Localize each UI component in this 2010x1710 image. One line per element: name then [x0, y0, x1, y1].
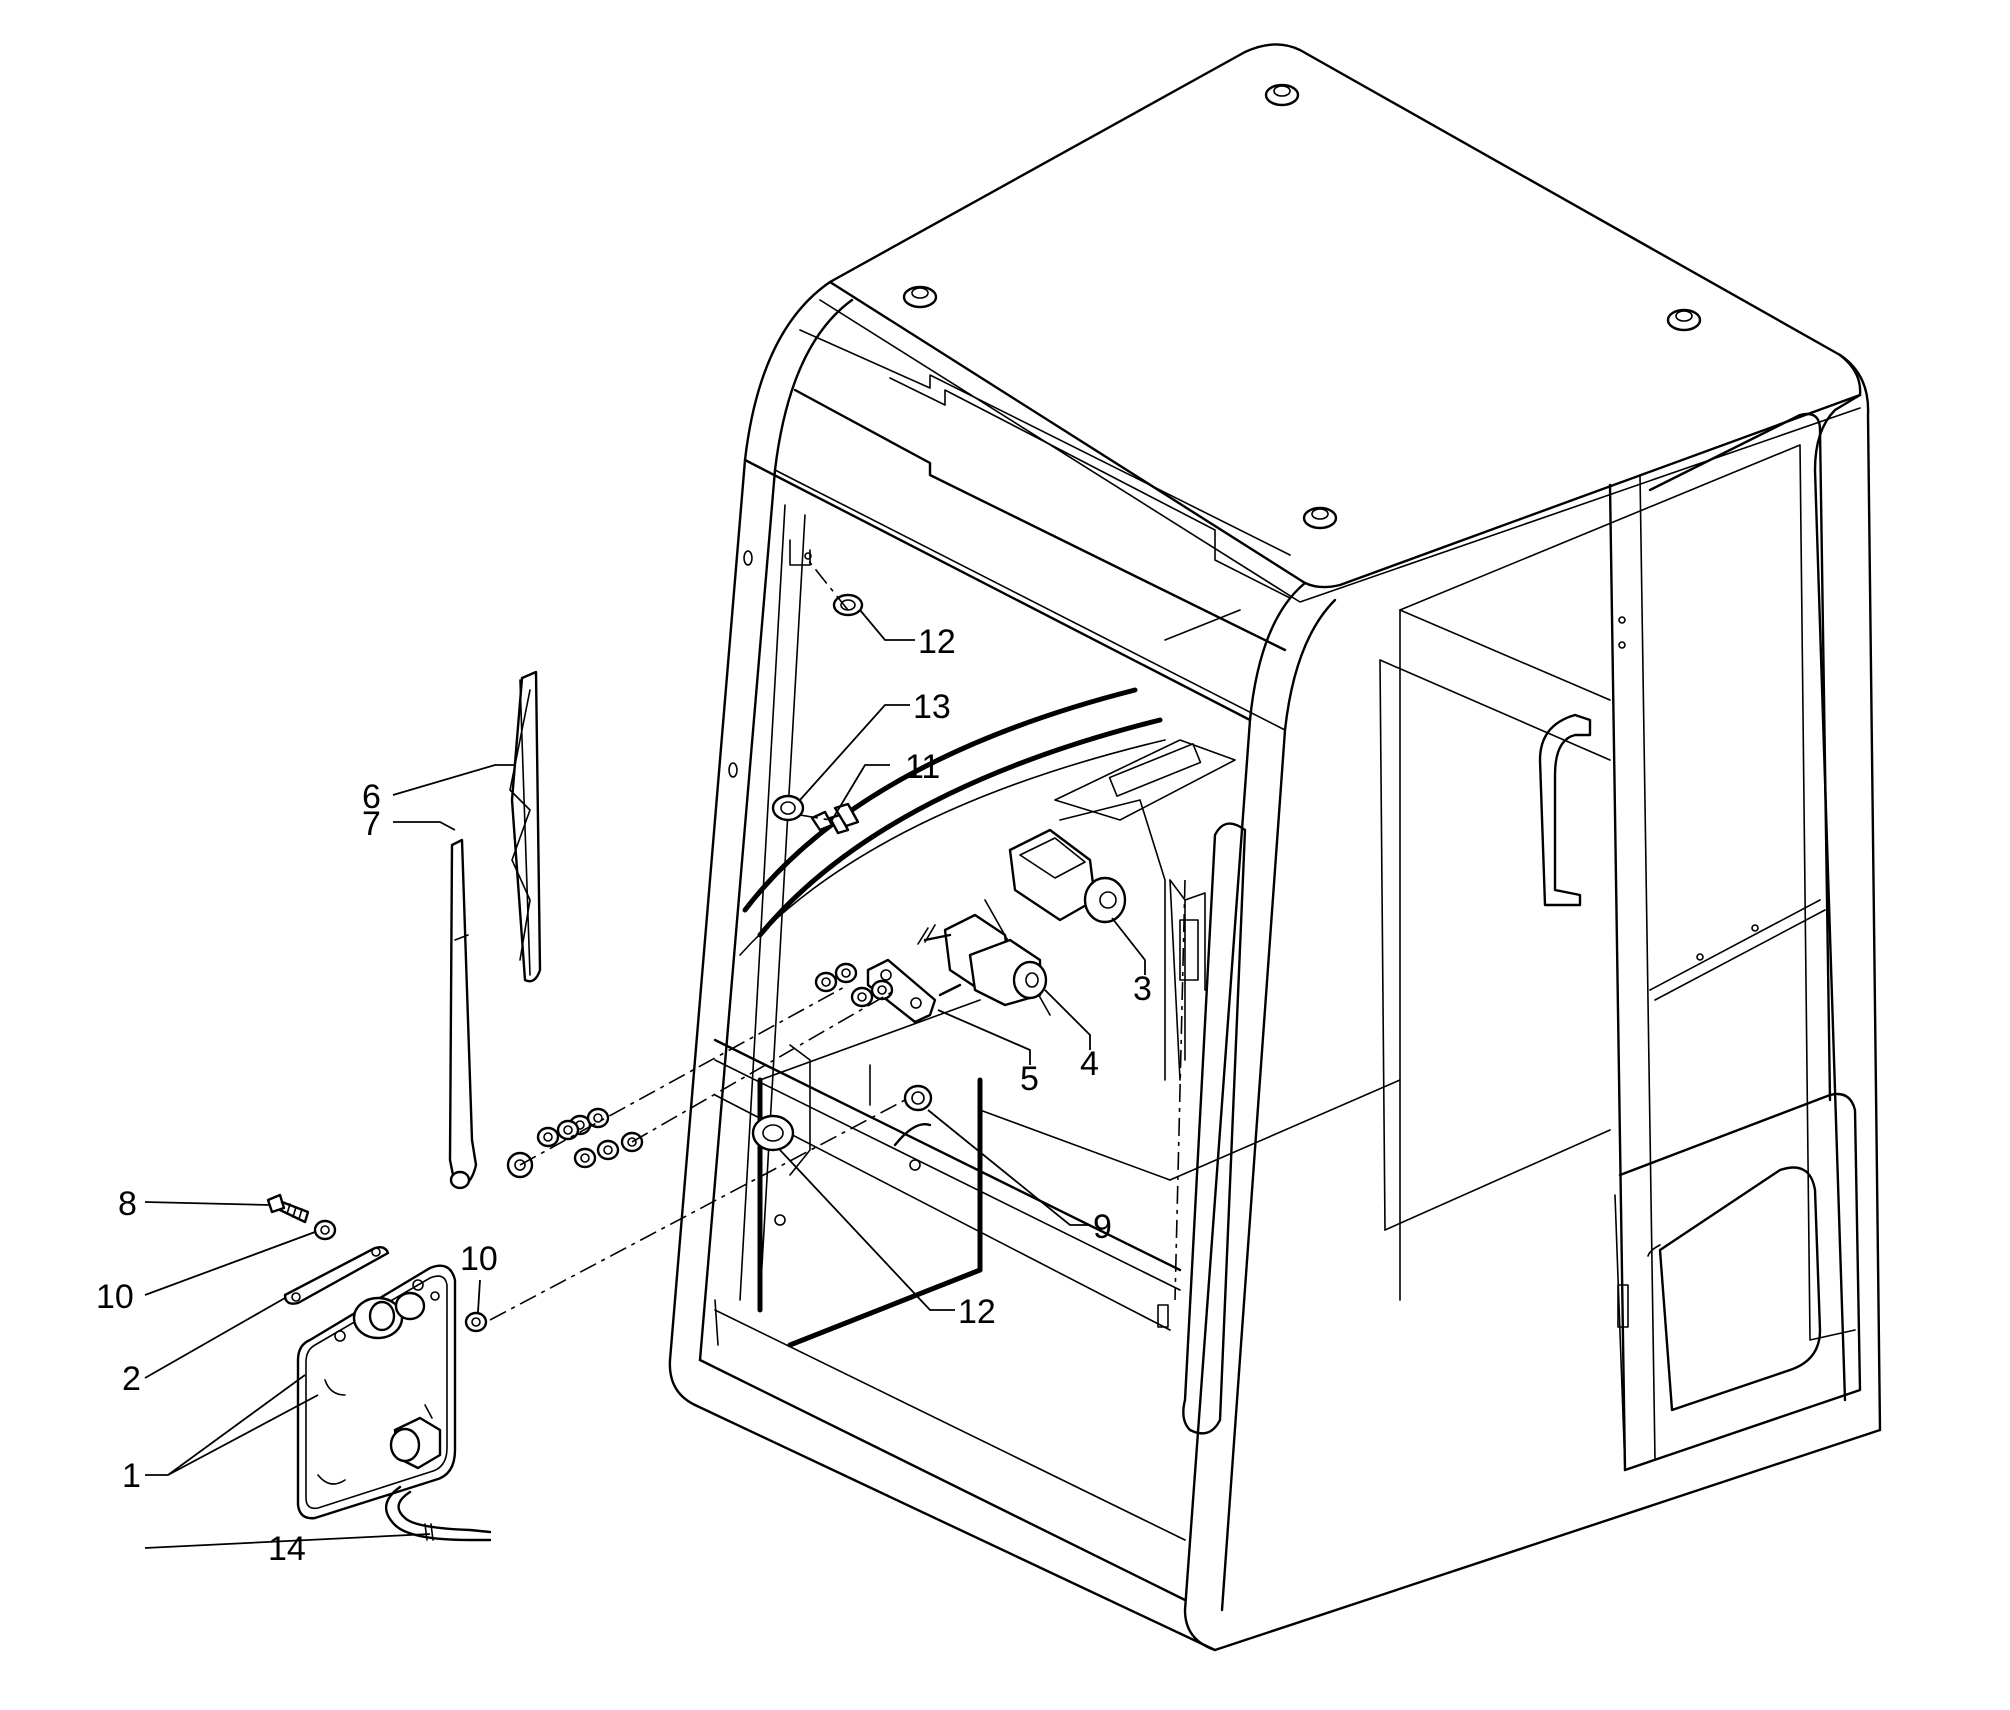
washer-10-right [464, 1311, 488, 1333]
hose-14 [385, 1485, 492, 1542]
callout-8: 8 [118, 1185, 137, 1223]
callout-6: 6 [362, 778, 381, 816]
callout-10-left: 10 [96, 1278, 134, 1316]
callout-7: 7 [362, 805, 381, 843]
link-strip-2 [283, 1245, 390, 1305]
wiper-arm-7 [448, 838, 478, 1190]
leader-lines [144, 609, 1146, 1549]
switch-11 [810, 802, 860, 835]
callout-3: 3 [1133, 970, 1152, 1008]
callout-14: 14 [268, 1530, 306, 1568]
washer-set-lower [506, 1107, 644, 1179]
washer-10-left [313, 1219, 337, 1241]
callout-13: 13 [913, 688, 951, 726]
roof-mount-bolt [902, 285, 938, 309]
callout-5: 5 [1020, 1060, 1039, 1098]
grommet-lower [751, 1114, 795, 1152]
callout-labels: 1 2 3 4 5 6 7 8 9 10 10 11 12 12 13 14 [96, 623, 1152, 1568]
wiper-motor-4 [917, 913, 1048, 1007]
callout-9: 9 [1093, 1208, 1112, 1246]
nut-9 [903, 1084, 933, 1112]
mounting-plate-1 [296, 1264, 457, 1520]
washer-motor-3 [1008, 828, 1127, 924]
wiper-blade-6 [509, 670, 542, 983]
washer-set-upper [814, 962, 894, 1008]
callout-2: 2 [122, 1360, 141, 1398]
callout-1: 1 [122, 1457, 141, 1495]
assembly-lines [489, 559, 1186, 1321]
roof-mount-bolt [1264, 83, 1300, 107]
callout-10-right: 10 [460, 1240, 498, 1278]
roof-mount-bolt [1302, 506, 1338, 530]
callout-12-upper: 12 [918, 623, 956, 661]
washer-13 [771, 794, 805, 822]
interior-panel [739, 687, 1236, 1348]
callout-4: 4 [1080, 1045, 1099, 1083]
roof-mount-bolt [1666, 308, 1702, 332]
bracket-5 [866, 958, 937, 1024]
bolt-8 [266, 1193, 310, 1224]
callout-12-lower: 12 [958, 1293, 996, 1331]
cab-frame [668, 43, 1882, 1652]
callout-11: 11 [905, 748, 940, 786]
